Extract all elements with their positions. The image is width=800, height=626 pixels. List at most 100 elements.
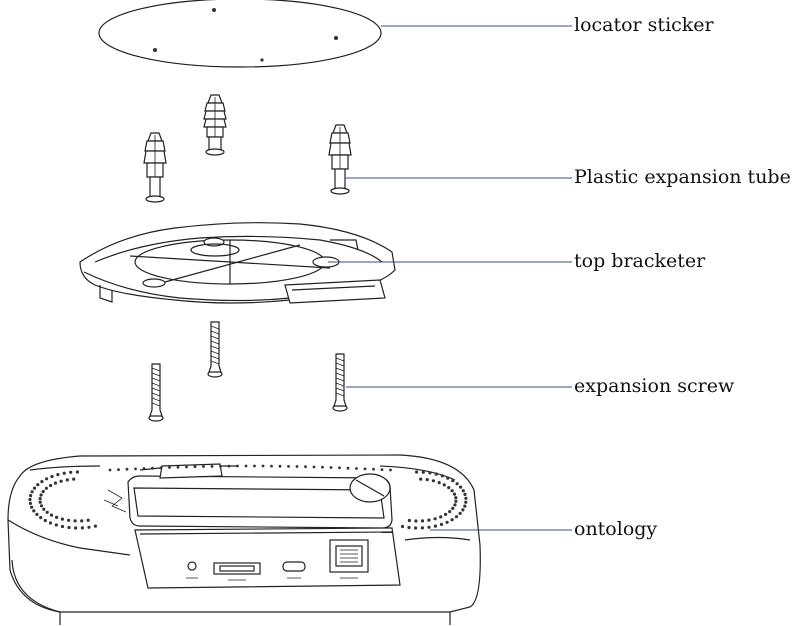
vent-hole (380, 468, 384, 471)
vent-hole (464, 500, 468, 504)
vent-hole (463, 504, 467, 508)
leader-lines (328, 25, 572, 531)
screw-right (332, 353, 348, 412)
vent-hole (414, 526, 418, 530)
locator-sticker-part (98, 0, 382, 68)
vent-hole (67, 525, 71, 530)
vent-hole (80, 519, 84, 523)
vent-hole (142, 467, 146, 470)
vent-hole (219, 464, 222, 468)
vent-hole (36, 483, 40, 487)
vent-hole (87, 525, 91, 529)
vent-hole (442, 483, 446, 487)
vent-hole (202, 465, 205, 468)
vent-hole (253, 464, 256, 468)
ontology-device (7, 454, 481, 625)
vent-hole (419, 477, 423, 481)
vent-hole (439, 515, 443, 519)
vent-hole (35, 512, 39, 517)
vent-hole (80, 526, 84, 530)
vent-hole (428, 471, 432, 475)
vent-hole (425, 478, 429, 482)
vent-hole (32, 486, 37, 490)
vent-hole (53, 481, 58, 485)
vent-hole (73, 519, 77, 523)
vent-hole (39, 493, 43, 497)
vent-hole (346, 466, 350, 470)
expansion-tube-left (143, 132, 167, 203)
vent-hole (439, 522, 444, 527)
vent-hole (363, 467, 367, 471)
vent-hole (93, 524, 97, 528)
vent-hole (455, 482, 459, 486)
vent-hole (427, 518, 431, 522)
vent-hole (421, 470, 425, 474)
vent-hole (134, 467, 137, 471)
vent-hole (176, 465, 180, 469)
vent-hole (39, 516, 43, 520)
vent-hole (30, 490, 34, 494)
vent-hole (30, 505, 34, 509)
vent-hole (56, 473, 60, 477)
vent-hole (236, 464, 239, 468)
vent-hole (45, 510, 49, 514)
vent-hole (39, 504, 44, 508)
vent-hole (43, 518, 47, 523)
vent-hole (227, 464, 231, 468)
vent-holes (28, 464, 468, 530)
vent-hole (270, 464, 273, 468)
vent-hole (151, 466, 154, 470)
top-bracketer-part (79, 222, 396, 304)
vent-hole (321, 465, 324, 469)
vent-hole (464, 496, 468, 500)
vent-hole (433, 524, 437, 528)
vent-hole (312, 465, 316, 469)
vent-hole (420, 519, 425, 523)
vent-hole (420, 526, 424, 530)
vent-hole (38, 500, 42, 504)
vent-hole (407, 518, 411, 523)
vent-hole (67, 518, 71, 522)
vent-hole (55, 515, 59, 520)
vent-hole (447, 486, 451, 490)
vent-hole (461, 489, 465, 493)
vent-hole (415, 470, 419, 474)
vent-hole (338, 466, 341, 470)
vent-hole (414, 519, 418, 523)
vent-hole (42, 507, 46, 511)
vent-hole (49, 513, 54, 517)
vent-hole (54, 523, 58, 527)
vent-hole (389, 468, 392, 472)
vent-hole (454, 515, 459, 519)
vent-hole (69, 470, 73, 474)
vent-hole (437, 481, 441, 485)
vent-hole (427, 525, 431, 529)
vent-hole (433, 517, 437, 521)
vent-hole (446, 476, 450, 480)
vent-hole (434, 472, 438, 476)
vent-hole (440, 474, 444, 478)
vent-hole (461, 508, 465, 512)
vent-hole (287, 465, 290, 468)
vent-hole (210, 465, 214, 468)
vent-hole (329, 466, 333, 469)
vent-hole (444, 512, 448, 517)
vent-hole (38, 497, 42, 501)
vent-hole (451, 506, 455, 510)
vent-hole (28, 501, 32, 505)
vent-hole (193, 465, 197, 469)
vent-hole (28, 497, 32, 502)
label-ontology: ontology (574, 518, 658, 540)
vent-hole (59, 479, 63, 483)
vent-hole (458, 511, 462, 515)
expansion-tube-center (203, 94, 227, 156)
vent-hole (454, 496, 458, 500)
vent-hole (48, 521, 53, 525)
vent-hole (448, 510, 452, 514)
vent-hole (60, 524, 65, 529)
vent-hole (454, 499, 458, 503)
vent-hole (44, 486, 49, 490)
vent-hole (50, 474, 54, 479)
vent-hole (261, 464, 265, 468)
label-top-bracketer: top bracketer (574, 250, 706, 272)
